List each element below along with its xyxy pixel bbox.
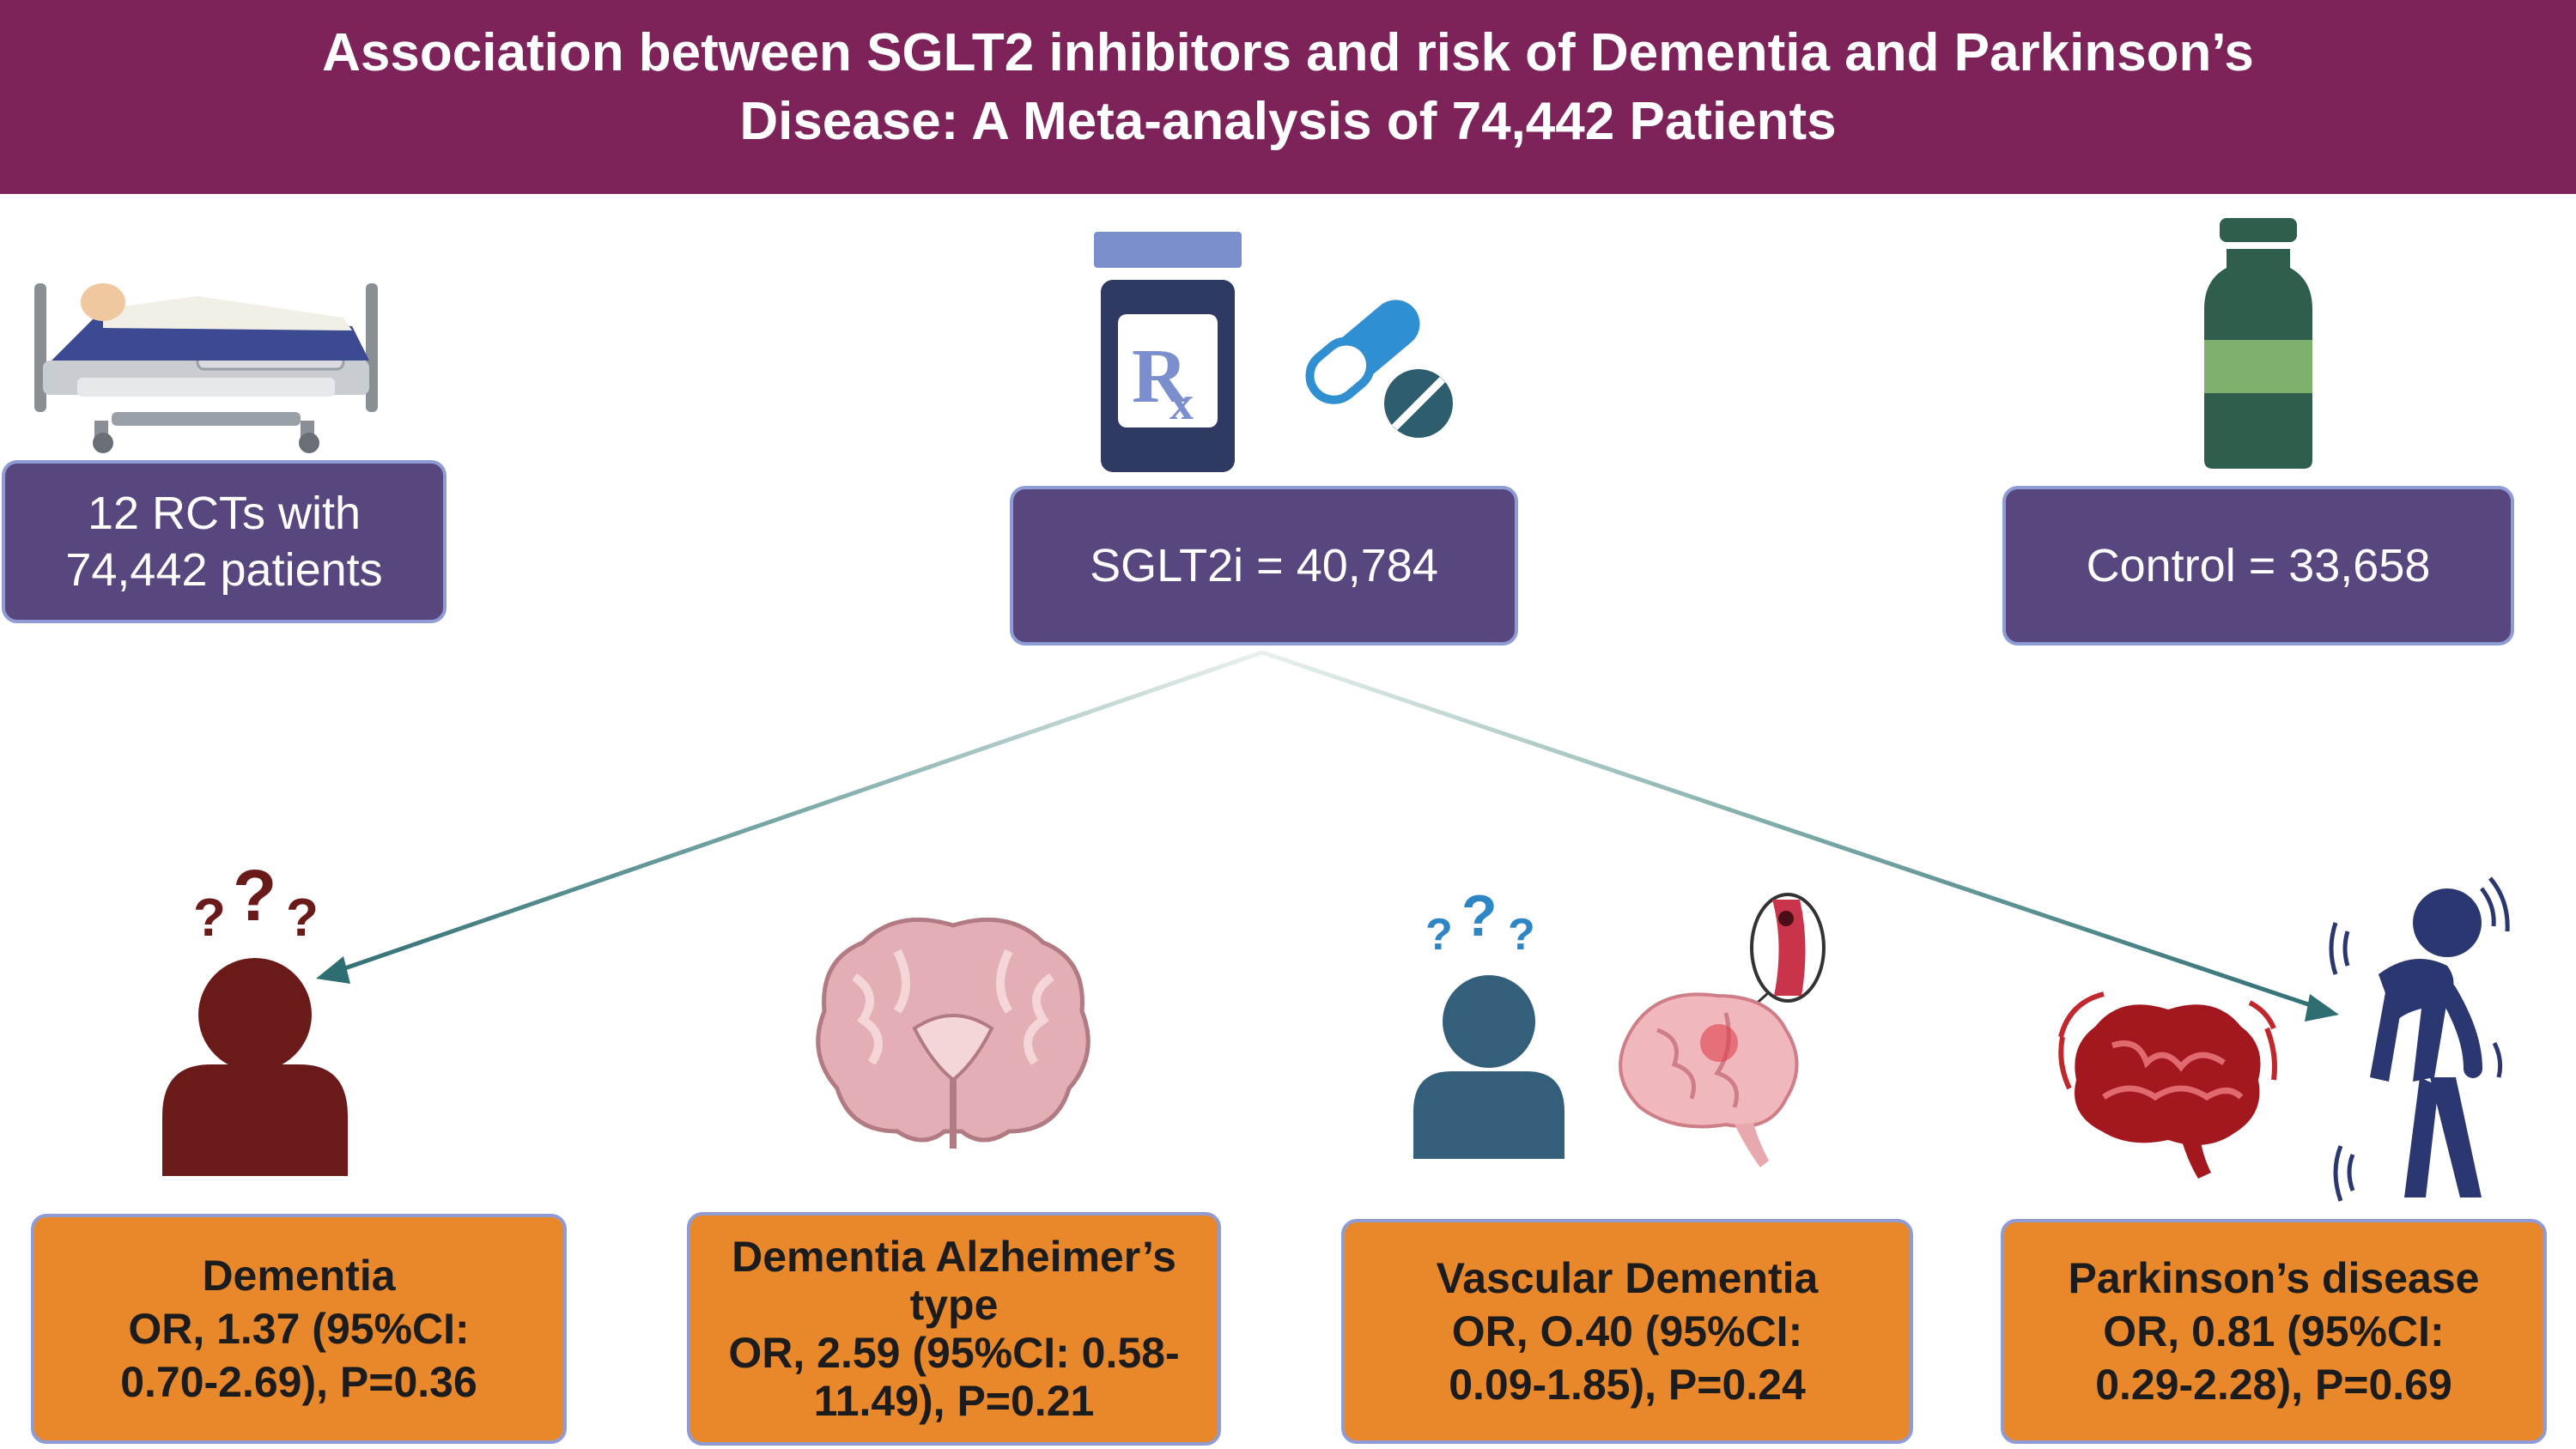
outcome-box-vascular: Vascular Dementia OR, O.40 (95%CI: 0.09-… xyxy=(1341,1219,1913,1444)
svg-text:x: x xyxy=(1170,377,1194,430)
rcts-label: 12 RCTs with 74,442 patients xyxy=(65,488,383,596)
svg-text:R: R xyxy=(1132,334,1188,419)
sglt2-label: SGLT2i = 40,784 xyxy=(1090,540,1438,591)
title-line-1: Association between SGLT2 inhibitors and… xyxy=(322,23,2254,82)
arrow-left-line xyxy=(334,650,1263,974)
svg-text:?: ? xyxy=(286,888,319,948)
outcome-stat: OR, 1.37 (95%CI: 0.70-2.69), P=0.36 xyxy=(120,1305,477,1406)
outcome-box-parkinsons: Parkinson’s disease OR, 0.81 (95%CI: 0.2… xyxy=(2001,1219,2547,1444)
confused-person-icon: ? ? ? xyxy=(1408,893,1571,1167)
svg-text:?: ? xyxy=(1508,910,1535,960)
title-line-2: Disease: A Meta-analysis of 74,442 Patie… xyxy=(739,92,1837,151)
rcts-box: 12 RCTs with 74,442 patients xyxy=(2,460,447,623)
arrow-right-head xyxy=(2305,994,2339,1022)
control-label: Control = 33,658 xyxy=(2086,540,2431,591)
outcome-title: Dementia Alzheimer’s type xyxy=(732,1233,1176,1329)
stooped-person-icon xyxy=(2318,871,2524,1206)
svg-text:?: ? xyxy=(193,888,226,948)
brain-vessel-icon xyxy=(1606,893,1838,1185)
svg-text:?: ? xyxy=(233,867,276,936)
arrow-right-line xyxy=(1261,650,2319,1010)
outcome-box-dementia: Dementia OR, 1.37 (95%CI: 0.70-2.69), P=… xyxy=(31,1214,567,1444)
arrow-left-head xyxy=(316,956,350,984)
brain-coronal-section-icon xyxy=(803,908,1103,1166)
sglt2-box: SGLT2i = 40,784 xyxy=(1010,486,1518,646)
outcome-stat: OR, O.40 (95%CI: 0.09-1.85), P=0.24 xyxy=(1449,1307,1806,1409)
header-banner: Association between SGLT2 inhibitors and… xyxy=(0,0,2576,194)
outcome-box-alzheimers: Dementia Alzheimer’s type OR, 2.59 (95%C… xyxy=(687,1212,1221,1446)
svg-text:?: ? xyxy=(1425,910,1453,960)
control-bottle-icon xyxy=(2194,215,2323,472)
hospital-bed-patient-icon xyxy=(26,249,386,455)
control-box: Control = 33,658 xyxy=(2002,486,2514,646)
outcome-title: Dementia xyxy=(202,1252,396,1300)
outcome-stat: OR, 0.81 (95%CI: 0.29-2.28), P=0.69 xyxy=(2095,1307,2452,1409)
capsule-and-tablet-icon xyxy=(1288,288,1460,442)
page-title: Association between SGLT2 inhibitors and… xyxy=(0,19,2576,156)
confused-person-icon: ? ? ? xyxy=(159,867,356,1176)
outcome-title: Parkinson’s disease xyxy=(2068,1254,2480,1302)
trembling-brain-icon xyxy=(2052,985,2284,1183)
svg-text:?: ? xyxy=(1461,893,1498,949)
outcome-title: Vascular Dementia xyxy=(1436,1254,1819,1302)
prescription-bottle-icon: R x xyxy=(1091,230,1245,475)
outcome-stat: OR, 2.59 (95%CI: 0.58-11.49), P=0.21 xyxy=(728,1329,1180,1425)
